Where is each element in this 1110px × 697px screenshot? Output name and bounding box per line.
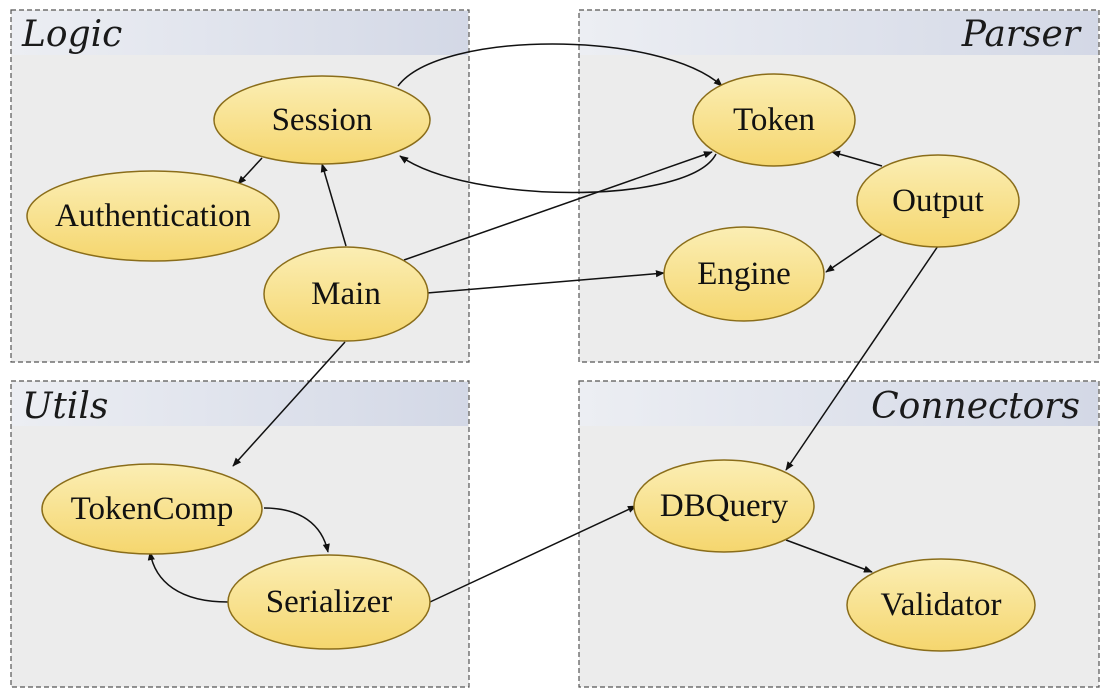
node-label-validator: Validator — [881, 587, 1002, 623]
node-label-token: Token — [733, 102, 815, 138]
edge-main-to-tokencomp — [232, 341, 346, 467]
edges — [147, 43, 939, 603]
edge-serializer-to-dbquery — [429, 505, 637, 603]
node-label-tokencomp: TokenComp — [71, 491, 234, 527]
node-serializer[interactable]: Serializer — [227, 554, 431, 650]
edge-output-to-dbquery — [785, 245, 939, 471]
edge-main-to-token — [403, 151, 713, 261]
node-session[interactable]: Session — [213, 75, 431, 165]
edge-dbquery-to-validator — [785, 539, 873, 573]
panel-parser: Parser — [578, 9, 1100, 363]
node-label-serializer: Serializer — [266, 584, 392, 620]
node-engine[interactable]: Engine — [663, 226, 825, 322]
edge-main-to-engine — [426, 270, 665, 294]
node-output[interactable]: Output — [856, 154, 1020, 248]
edge-output-to-token — [831, 150, 883, 167]
node-tokencomp[interactable]: TokenComp — [41, 463, 263, 555]
node-authentication[interactable]: Authentication — [26, 170, 280, 262]
node-token[interactable]: Token — [692, 73, 856, 167]
edge-session-to-token — [397, 43, 723, 87]
edge-tokencomp-to-serializer — [263, 507, 330, 553]
panel-title-connectors: Connectors — [871, 386, 1080, 427]
node-main[interactable]: Main — [263, 246, 429, 342]
edge-session-to-authentication — [237, 157, 263, 185]
panel-title-logic: Logic — [21, 14, 122, 55]
node-label-output: Output — [892, 183, 984, 219]
edge-main-to-session — [320, 163, 347, 247]
panel-title-utils: Utils — [22, 386, 108, 427]
edge-output-to-engine — [825, 233, 883, 273]
panel-title-parser: Parser — [961, 14, 1082, 55]
node-label-authentication: Authentication — [55, 198, 251, 234]
node-label-session: Session — [272, 102, 373, 138]
node-label-dbquery: DBQuery — [660, 488, 789, 524]
node-label-main: Main — [311, 276, 381, 312]
node-dbquery[interactable]: DBQuery — [633, 459, 815, 553]
node-label-engine: Engine — [697, 256, 790, 292]
node-validator[interactable]: Validator — [846, 558, 1036, 652]
edge-serializer-to-tokencomp — [147, 551, 229, 603]
edge-token-to-session — [399, 153, 717, 194]
